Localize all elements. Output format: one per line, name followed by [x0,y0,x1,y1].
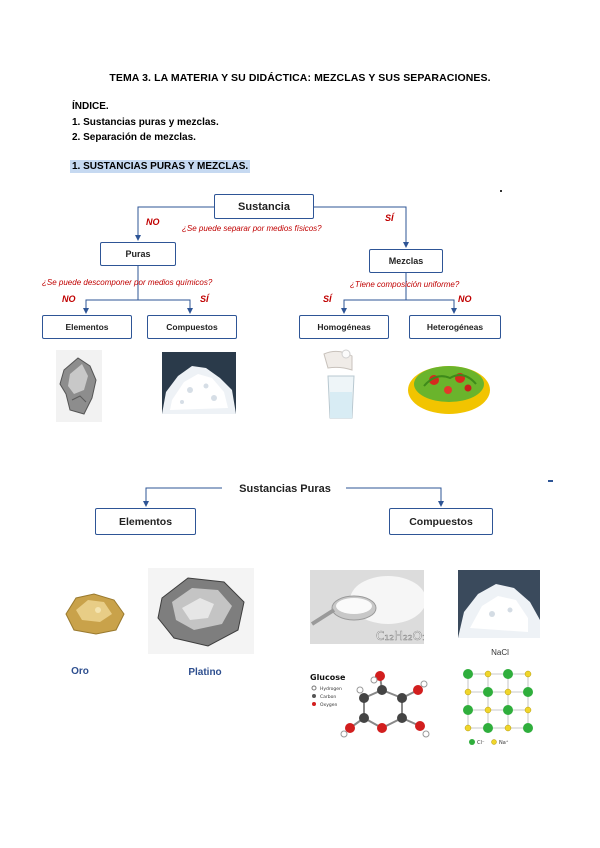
node2-elementos: Elementos [95,508,196,535]
label-si-puras: SÍ [200,294,209,304]
glucose-legend-oxygen: Oxygen [320,702,337,708]
glucose-legend-carbon: Carbon [320,694,336,700]
question-descomponer: ¿Se puede descomponer por medios químico… [42,278,212,287]
platinum-image [148,568,254,654]
caption-platino: Platino [180,667,230,678]
gold-nugget-image [60,588,128,638]
nacl-legend-cl: Cl⁻ [477,740,485,746]
glucose-legend-hydrogen: Hydrogen [320,686,342,692]
salt-compound-image [162,352,236,414]
node-elementos: Elementos [42,315,132,339]
label-no-root: NO [146,217,160,227]
node-compuestos: Compuestos [147,315,237,339]
label-no-puras: NO [62,294,76,304]
caption-nacl: NaCl [480,648,520,657]
salad-bowl-image [406,356,492,416]
node-sustancia: Sustancia [214,194,314,219]
nacl-salt-image [458,570,540,638]
node-heterogeneas: Heterogéneas [409,315,501,339]
nacl-lattice-image: Cl⁻ Na⁺ [458,664,542,750]
node-puras: Puras [100,242,176,266]
sugar-spoon-image: C₁₂H₂₂O₁₁ [310,570,424,644]
nacl-legend-na: Na⁺ [499,740,509,746]
label-si-mezclas: SÍ [323,294,332,304]
node-sustancias-puras: Sustancias Puras [224,483,346,495]
glucose-title: Glucose [310,673,346,682]
label-no-mezclas: NO [458,294,472,304]
metal-element-image [56,350,102,422]
node2-compuestos: Compuestos [389,508,493,535]
sugar-formula: C₁₂H₂₂O₁₁ [376,629,424,643]
caption-oro: Oro [60,666,100,677]
question-separar: ¿Se puede separar por medios físicos? [182,224,322,233]
glucose-molecule-image: Glucose Hydrogen Carbon Oxygen [304,668,434,746]
node-mezclas: Mezclas [369,249,443,273]
label-si-root: SÍ [385,213,394,223]
water-glass-image [318,348,364,422]
node-homogeneas: Homogéneas [299,315,389,339]
question-composicion: ¿Tiene composición uniforme? [350,280,459,289]
